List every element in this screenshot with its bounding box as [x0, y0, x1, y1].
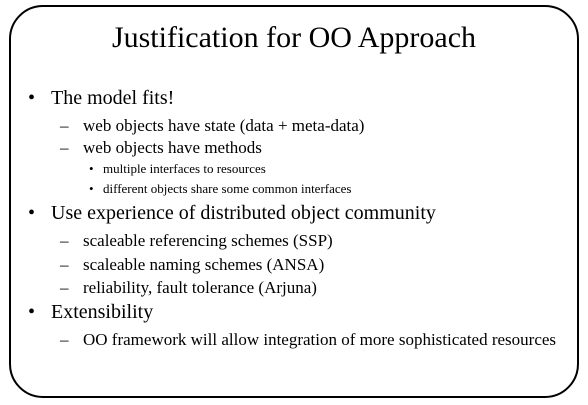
- sub-sub-point-shared-interfaces: different objects share some common inte…: [103, 181, 352, 196]
- bullet-marker: •: [28, 202, 36, 224]
- dash-marker: –: [60, 116, 69, 135]
- sub-sub-point-interfaces: multiple interfaces to resources: [103, 161, 266, 176]
- dash-marker: –: [60, 278, 69, 297]
- bullet-point-distributed-objects: Use experience of distributed object com…: [51, 202, 436, 224]
- sub-point-reliability: reliability, fault tolerance (Arjuna): [83, 278, 317, 297]
- sub-point-state: web objects have state (data + meta-data…: [83, 116, 365, 135]
- sub-point-framework: OO framework will allow integration of m…: [83, 330, 557, 349]
- dash-marker: –: [60, 330, 69, 349]
- bullet-marker: •: [28, 87, 36, 109]
- bullet-point-extensibility: Extensibility: [51, 301, 154, 323]
- bullet-point-model-fits: The model fits!: [51, 87, 175, 109]
- bullet-marker: •: [28, 301, 36, 323]
- dash-marker: –: [60, 231, 69, 250]
- slide-border: [9, 5, 579, 398]
- small-bullet-marker: •: [89, 181, 94, 196]
- dash-marker: –: [60, 138, 69, 157]
- small-bullet-marker: •: [89, 161, 94, 176]
- sub-point-methods: web objects have methods: [83, 138, 262, 157]
- slide-title: Justification for OO Approach: [111, 21, 477, 54]
- sub-point-naming: scaleable naming schemes (ANSA): [83, 255, 325, 274]
- dash-marker: –: [60, 255, 69, 274]
- sub-point-referencing: scaleable referencing schemes (SSP): [83, 231, 333, 250]
